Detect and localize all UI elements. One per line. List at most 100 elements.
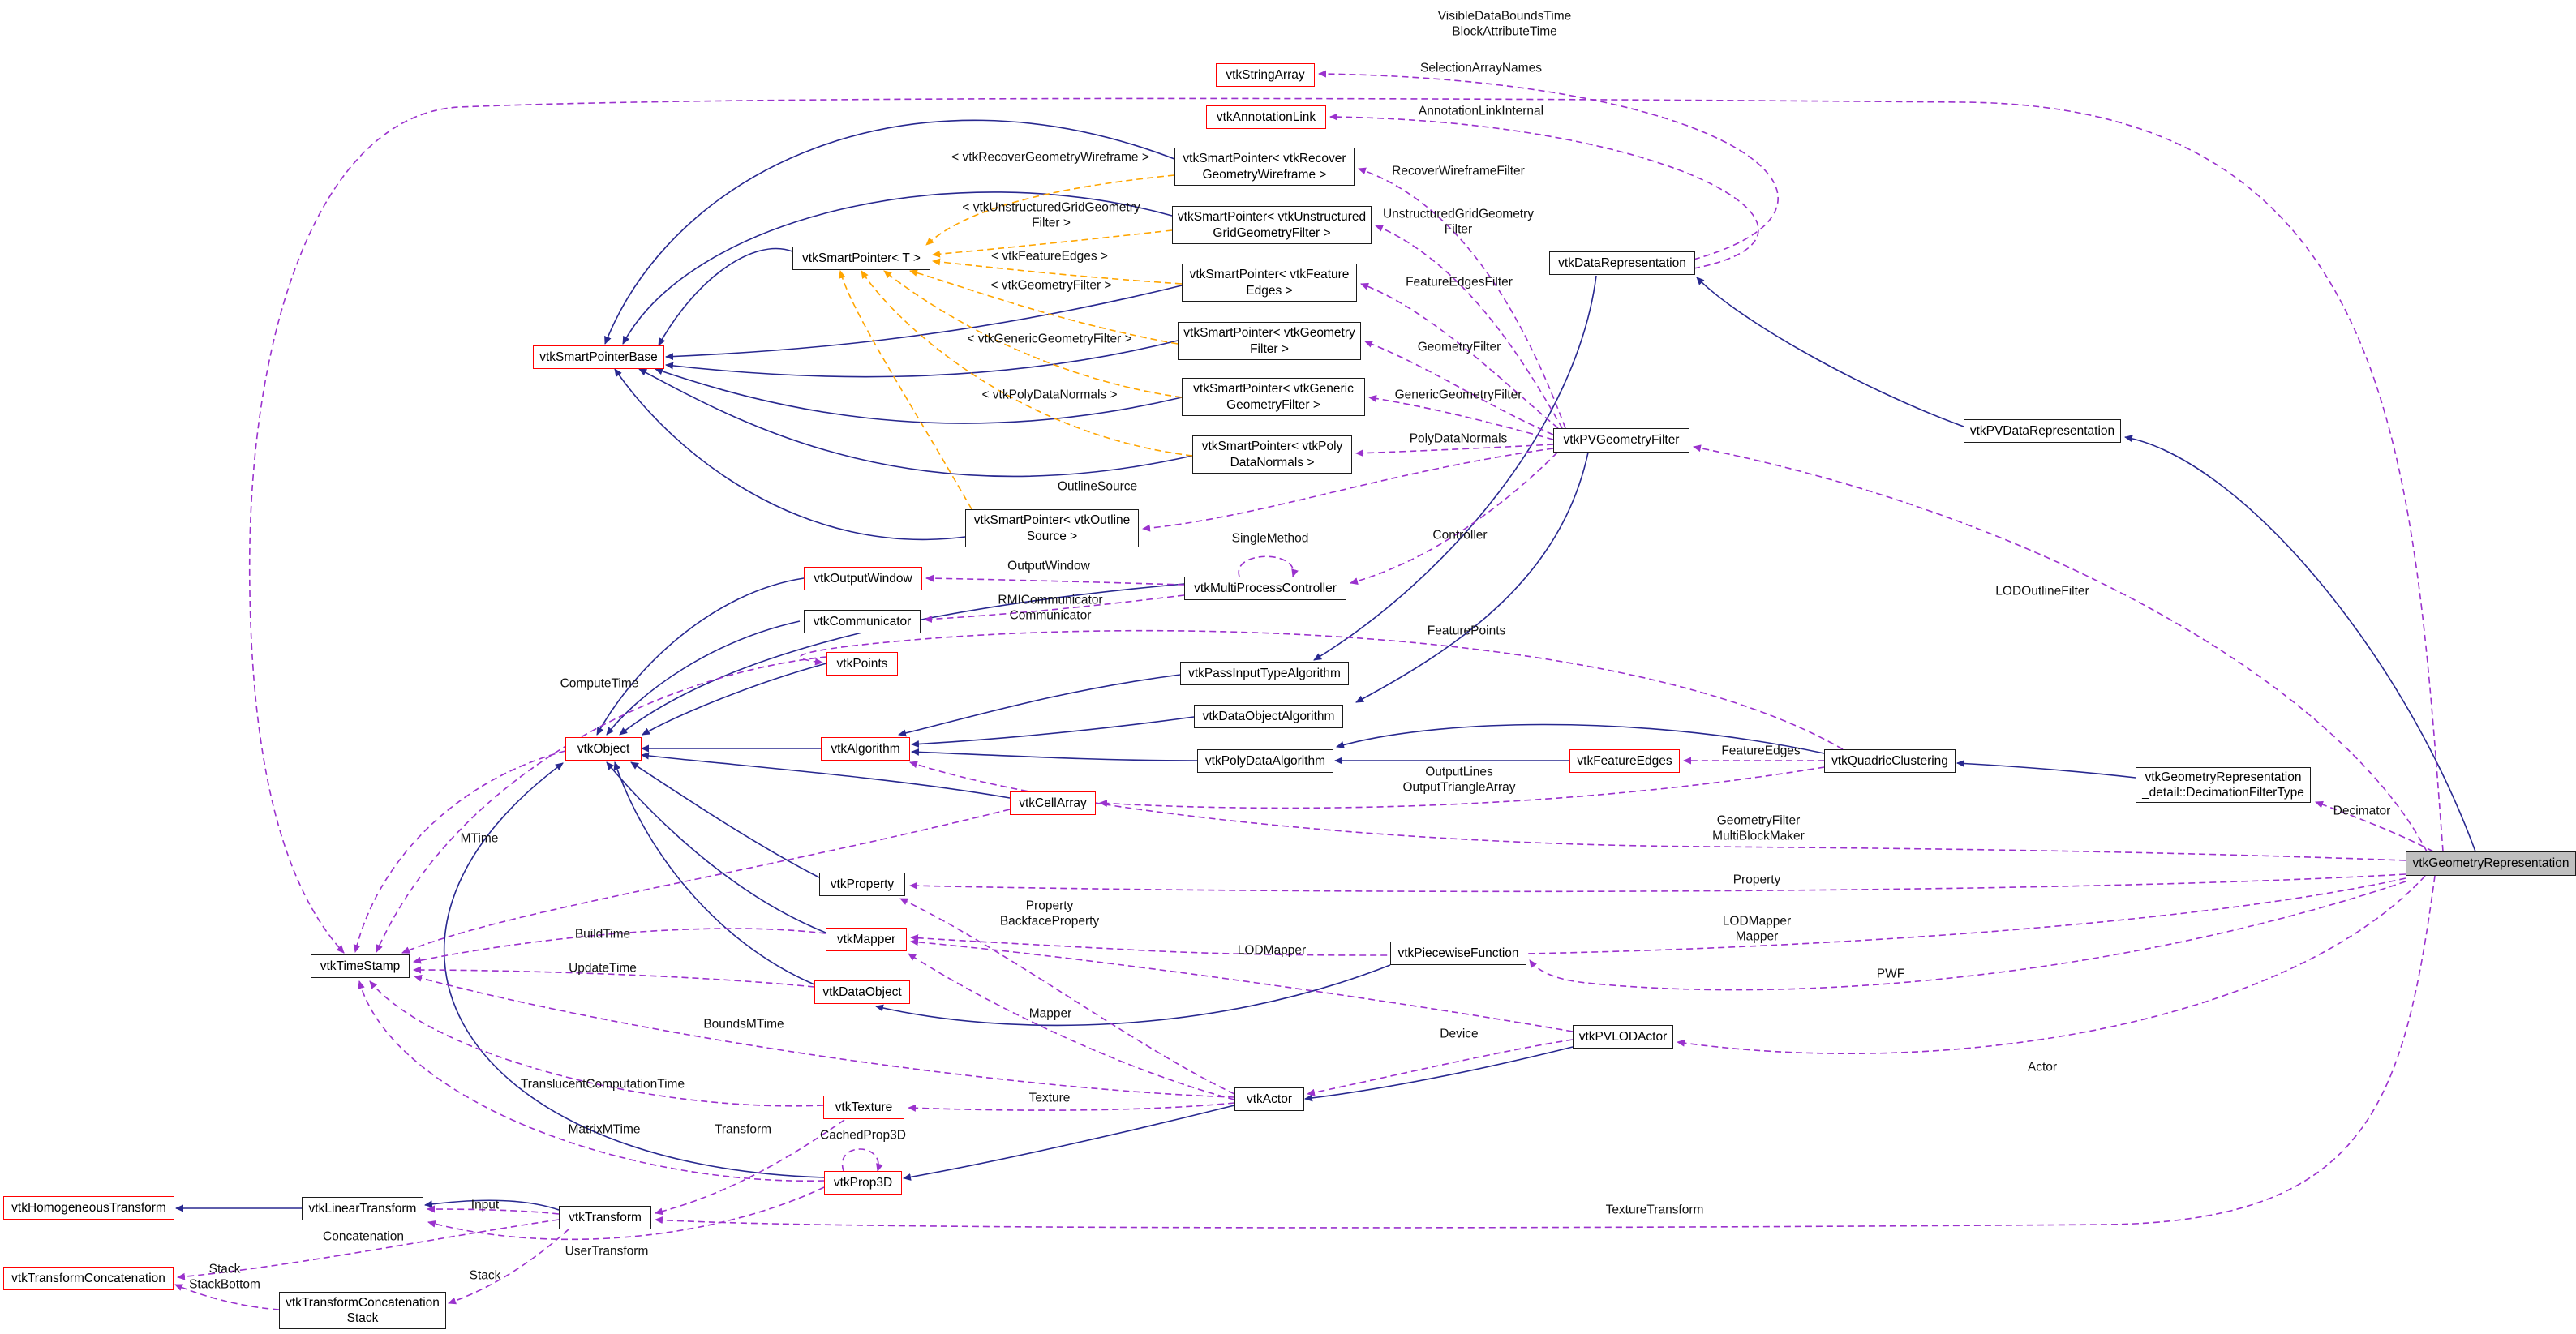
node-sp-polynormals[interactable]: vtkSmartPointer< vtkPoly DataNormals > — [1192, 435, 1352, 474]
edge-inherit-19 — [1956, 760, 2136, 779]
node-decimation[interactable]: vtkGeometryRepresentation _detail::Decim… — [2136, 767, 2311, 803]
node-sp-t[interactable]: vtkSmartPointer< T > — [792, 247, 930, 270]
edge-inherit-23 — [641, 752, 1011, 799]
node-vtkTransformConcatenation[interactable]: vtkTransformConcatenation — [3, 1267, 174, 1290]
node-vtkOutputWindow[interactable]: vtkOutputWindow — [804, 567, 922, 590]
node-vtkHomogeneousTransform[interactable]: vtkHomogeneousTransform — [3, 1196, 174, 1220]
edge-inherit-3 — [665, 285, 1183, 361]
node-vtkProperty[interactable]: vtkProperty — [819, 873, 905, 896]
edge-usage-75 — [414, 974, 1235, 1098]
edge-inherit-29 — [1304, 1046, 1574, 1102]
edge-label-update: UpdateTime — [569, 961, 637, 976]
node-vtkFeatureEdges[interactable]: vtkFeatureEdges — [1569, 749, 1680, 773]
edge-label-rmi: RMICommunicator Communicator — [998, 593, 1103, 623]
node-vtkTexture[interactable]: vtkTexture — [823, 1096, 904, 1119]
edge-label-fe-f: FeatureEdgesFilter — [1406, 275, 1513, 290]
edge-usage-69 — [910, 938, 1574, 1032]
edge-inherit-11 — [1355, 452, 1589, 703]
node-vtkPVDataRepresentation[interactable]: vtkPVDataRepresentation — [1964, 419, 2121, 443]
edge-inherit-2 — [658, 247, 793, 346]
edge-label-mapper1: Mapper — [1028, 1006, 1072, 1021]
edge-label-cached: CachedProp3D — [820, 1128, 906, 1143]
edge-template-37 — [883, 270, 1183, 398]
edge-usage-54 — [376, 656, 827, 953]
node-vtkQuadricClustering[interactable]: vtkQuadricClustering — [1824, 749, 1956, 773]
edge-usage-49 — [1142, 448, 1554, 532]
edge-label-vis: VisibleDataBoundsTime BlockAttributeTime — [1437, 9, 1572, 39]
node-vtkCellArray[interactable]: vtkCellArray — [1010, 791, 1096, 815]
edge-inherit-0 — [604, 119, 1175, 345]
node-vtkPiecewiseFunction[interactable]: vtkPiecewiseFunction — [1390, 942, 1526, 965]
node-vtkMultiProcessController[interactable]: vtkMultiProcessController — [1184, 577, 1346, 600]
edge-label-transluc: TranslucentComputationTime — [520, 1077, 685, 1092]
node-vtkPVGeometryFilter[interactable]: vtkPVGeometryFilter — [1553, 428, 1689, 453]
edge-usage-47 — [1368, 394, 1554, 440]
edge-usage-52 — [924, 594, 1185, 623]
node-vtkDataObjectAlgorithm[interactable]: vtkDataObjectAlgorithm — [1194, 705, 1343, 728]
node-vtkPolyDataAlgorithm[interactable]: vtkPolyDataAlgorithm — [1197, 749, 1333, 773]
edge-template-38 — [861, 270, 1193, 457]
node-vtkLinearTransform[interactable]: vtkLinearTransform — [302, 1197, 423, 1220]
node-vtkPVLODActor[interactable]: vtkPVLODActor — [1573, 1025, 1673, 1049]
node-vtkProp3D[interactable]: vtkProp3D — [824, 1171, 902, 1195]
node-vtkStringArray[interactable]: vtkStringArray — [1216, 63, 1315, 87]
edge-label-prop: Property — [1732, 873, 1781, 887]
edge-inherit-5 — [655, 367, 1183, 424]
edge-label-propback: Property BackfaceProperty — [999, 899, 1100, 929]
edge-inherit-1 — [622, 191, 1173, 345]
edge-usage-76 — [369, 980, 824, 1107]
edge-inherit-16 — [911, 748, 1198, 761]
edge-usage-42 — [1329, 113, 1759, 269]
node-vtkCommunicator[interactable]: vtkCommunicator — [804, 610, 921, 633]
edge-label-matrix: MatrixMTime — [568, 1122, 641, 1137]
node-vtkTimeStamp[interactable]: vtkTimeStamp — [311, 954, 410, 978]
node-vtkMapper[interactable]: vtkMapper — [826, 928, 907, 951]
edge-label-geomulti: GeometryFilter MultiBlockMaker — [1712, 813, 1805, 843]
edge-label-bounds: BoundsMTime — [703, 1017, 784, 1032]
edge-label-texturetf: TextureTransform — [1605, 1203, 1704, 1217]
node-sp-generic[interactable]: vtkSmartPointer< vtkGeneric GeometryFilt… — [1182, 378, 1365, 416]
edge-label-ann: AnnotationLinkInternal — [1418, 104, 1544, 118]
edge-label-outwin: OutputWindow — [1007, 559, 1090, 573]
edge-usage-64 — [910, 877, 2406, 956]
node-vtkPoints[interactable]: vtkPoints — [826, 652, 898, 676]
node-vtkSmartPointerBase[interactable]: vtkSmartPointerBase — [533, 345, 664, 369]
edge-inherit-14 — [911, 716, 1195, 748]
node-vtkAlgorithm[interactable]: vtkAlgorithm — [821, 737, 910, 761]
edge-label-t-recover: < vtkRecoverGeometryWireframe > — [951, 150, 1149, 165]
node-vtkObject[interactable]: vtkObject — [565, 737, 642, 761]
edge-inherit-8 — [1313, 275, 1597, 661]
edge-inherit-6 — [638, 368, 1193, 478]
edge-label-user: UserTransform — [565, 1244, 649, 1259]
edge-inherit-27 — [875, 964, 1391, 1027]
edge-inherit-30 — [444, 762, 825, 1178]
edge-label-concat: Concatenation — [323, 1229, 404, 1244]
edge-inherit-24 — [630, 761, 820, 878]
edge-label-recover-f: RecoverWireframeFilter — [1392, 164, 1525, 178]
edge-usage-41 — [1318, 70, 1779, 260]
node-vtkDataRepresentation[interactable]: vtkDataRepresentation — [1549, 251, 1695, 275]
edge-label-featedges: FeatureEdges — [1721, 744, 1801, 758]
node-concat-stack[interactable]: vtkTransformConcatenation Stack — [279, 1292, 446, 1329]
node-sp-unstructured[interactable]: vtkSmartPointer< vtkUnstructured GridGeo… — [1172, 206, 1372, 244]
node-sp-outline[interactable]: vtkSmartPointer< vtkOutline Source > — [965, 509, 1139, 547]
edge-label-featpts: FeaturePoints — [1427, 624, 1506, 638]
node-vtkAnnotationLink[interactable]: vtkAnnotationLink — [1206, 105, 1326, 129]
edge-template-34 — [932, 229, 1173, 258]
edge-usage-72 — [1307, 1039, 1574, 1096]
node-sp-geometry[interactable]: vtkSmartPointer< vtkGeometry Filter > — [1178, 322, 1361, 360]
edge-usage-68 — [899, 898, 1235, 1095]
edge-usage-62 — [2315, 800, 2434, 852]
edge-usage-59 — [799, 629, 1844, 750]
edge-usage-40 — [248, 97, 2444, 954]
node-sp-featureedges[interactable]: vtkSmartPointer< vtkFeature Edges > — [1182, 264, 1357, 302]
node-vtkTransform[interactable]: vtkTransform — [559, 1206, 651, 1229]
edge-usage-70 — [908, 953, 1235, 1100]
node-vtkPassInputTypeAlgorithm[interactable]: vtkPassInputTypeAlgorithm — [1180, 662, 1349, 685]
node-sp-recover[interactable]: vtkSmartPointer< vtkRecover GeometryWire… — [1174, 148, 1355, 186]
edge-usage-56 — [353, 750, 566, 953]
node-vtkActor[interactable]: vtkActor — [1234, 1087, 1304, 1111]
edge-label-t-fe: < vtkFeatureEdges > — [991, 249, 1108, 264]
edge-usage-80 — [427, 1186, 825, 1241]
node-vtkDataObject[interactable]: vtkDataObject — [814, 980, 910, 1004]
